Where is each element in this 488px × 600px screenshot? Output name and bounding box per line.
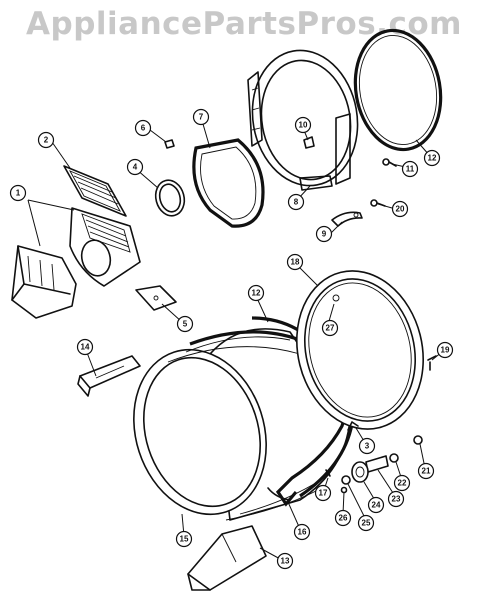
part-10-clip[interactable] [303,136,315,149]
callout-17[interactable]: 17 [314,484,332,502]
part-21-washer[interactable] [413,435,423,445]
callout-7[interactable]: 7 [192,108,210,126]
part-6-screw[interactable] [164,139,175,149]
callout-12-lower[interactable]: 12 [247,284,265,302]
callout-23[interactable]: 23 [387,490,405,508]
part-4-ring[interactable] [152,177,188,219]
callout-10[interactable]: 10 [294,116,312,134]
svg-text:26: 26 [339,514,348,523]
callout-15[interactable]: 15 [175,530,193,548]
callout-13[interactable]: 13 [276,552,294,570]
callout-4[interactable]: 4 [126,158,144,176]
part-19-screw[interactable] [427,355,437,371]
svg-text:18: 18 [291,258,300,267]
callout-3[interactable]: 3 [358,437,376,455]
svg-text:4: 4 [133,163,138,172]
svg-text:21: 21 [422,467,431,476]
part-5-bracket[interactable] [135,285,177,311]
callout-21[interactable]: 21 [417,462,435,480]
part-25-washer[interactable] [341,475,351,485]
callout-22[interactable]: 22 [393,474,411,492]
callout-5[interactable]: 5 [176,315,194,333]
part-12-top-gasket[interactable] [346,24,450,157]
part-3-screw[interactable] [347,421,359,431]
svg-text:27: 27 [326,324,335,333]
part-17-clip[interactable] [325,469,331,477]
svg-text:11: 11 [406,165,415,174]
part-1-lint-duct-lower[interactable] [11,245,77,319]
svg-text:24: 24 [372,501,381,510]
callout-20[interactable]: 20 [391,200,409,218]
svg-text:5: 5 [183,320,188,329]
svg-text:25: 25 [362,519,371,528]
svg-text:8: 8 [294,198,299,207]
svg-text:12: 12 [428,154,437,163]
part-9-bracket[interactable] [331,211,363,227]
callout-2[interactable]: 2 [37,131,55,149]
part-22-washer[interactable] [389,453,399,463]
part-1-lint-duct-upper[interactable] [69,207,141,287]
svg-text:7: 7 [199,113,204,122]
svg-text:17: 17 [319,489,328,498]
svg-text:23: 23 [392,495,401,504]
svg-text:10: 10 [299,121,308,130]
callout-6[interactable]: 6 [134,119,152,137]
svg-text:15: 15 [180,535,189,544]
svg-text:20: 20 [396,205,405,214]
callout-9[interactable]: 9 [315,225,333,243]
callout-18[interactable]: 18 [286,253,304,271]
callout-16[interactable]: 16 [293,523,311,541]
svg-text:22: 22 [398,479,407,488]
svg-text:6: 6 [141,124,146,133]
callout-11[interactable]: 11 [401,160,419,178]
part-2-lint-filter[interactable] [63,165,127,217]
svg-text:9: 9 [322,230,327,239]
part-18-rear-bulkhead[interactable] [280,257,439,442]
callout-1[interactable]: 1 [9,184,27,202]
callout-12-top[interactable]: 12 [423,149,441,167]
svg-text:2: 2 [44,136,49,145]
callout-19[interactable]: 19 [436,341,454,359]
part-24-wheel[interactable] [351,461,369,483]
part-26-ring[interactable] [340,486,348,494]
callout-27[interactable]: 27 [321,319,339,337]
part-8-front-bulkhead[interactable] [242,42,368,194]
svg-text:12: 12 [252,289,261,298]
part-13-housing[interactable] [187,525,267,591]
part-16-belt[interactable] [267,487,291,501]
svg-text:13: 13 [281,557,290,566]
callout-14[interactable]: 14 [76,338,94,356]
svg-text:14: 14 [81,343,90,352]
callout-24[interactable]: 24 [367,496,385,514]
svg-text:16: 16 [298,528,307,537]
svg-text:19: 19 [441,346,450,355]
svg-text:1: 1 [16,189,21,198]
callout-25[interactable]: 25 [357,514,375,532]
callout-26[interactable]: 26 [334,509,352,527]
part-23-shaft[interactable] [365,455,389,473]
callout-8[interactable]: 8 [287,193,305,211]
svg-text:3: 3 [365,442,370,451]
part-14-housing[interactable] [77,355,141,397]
part-7-d-seal[interactable] [192,138,265,228]
